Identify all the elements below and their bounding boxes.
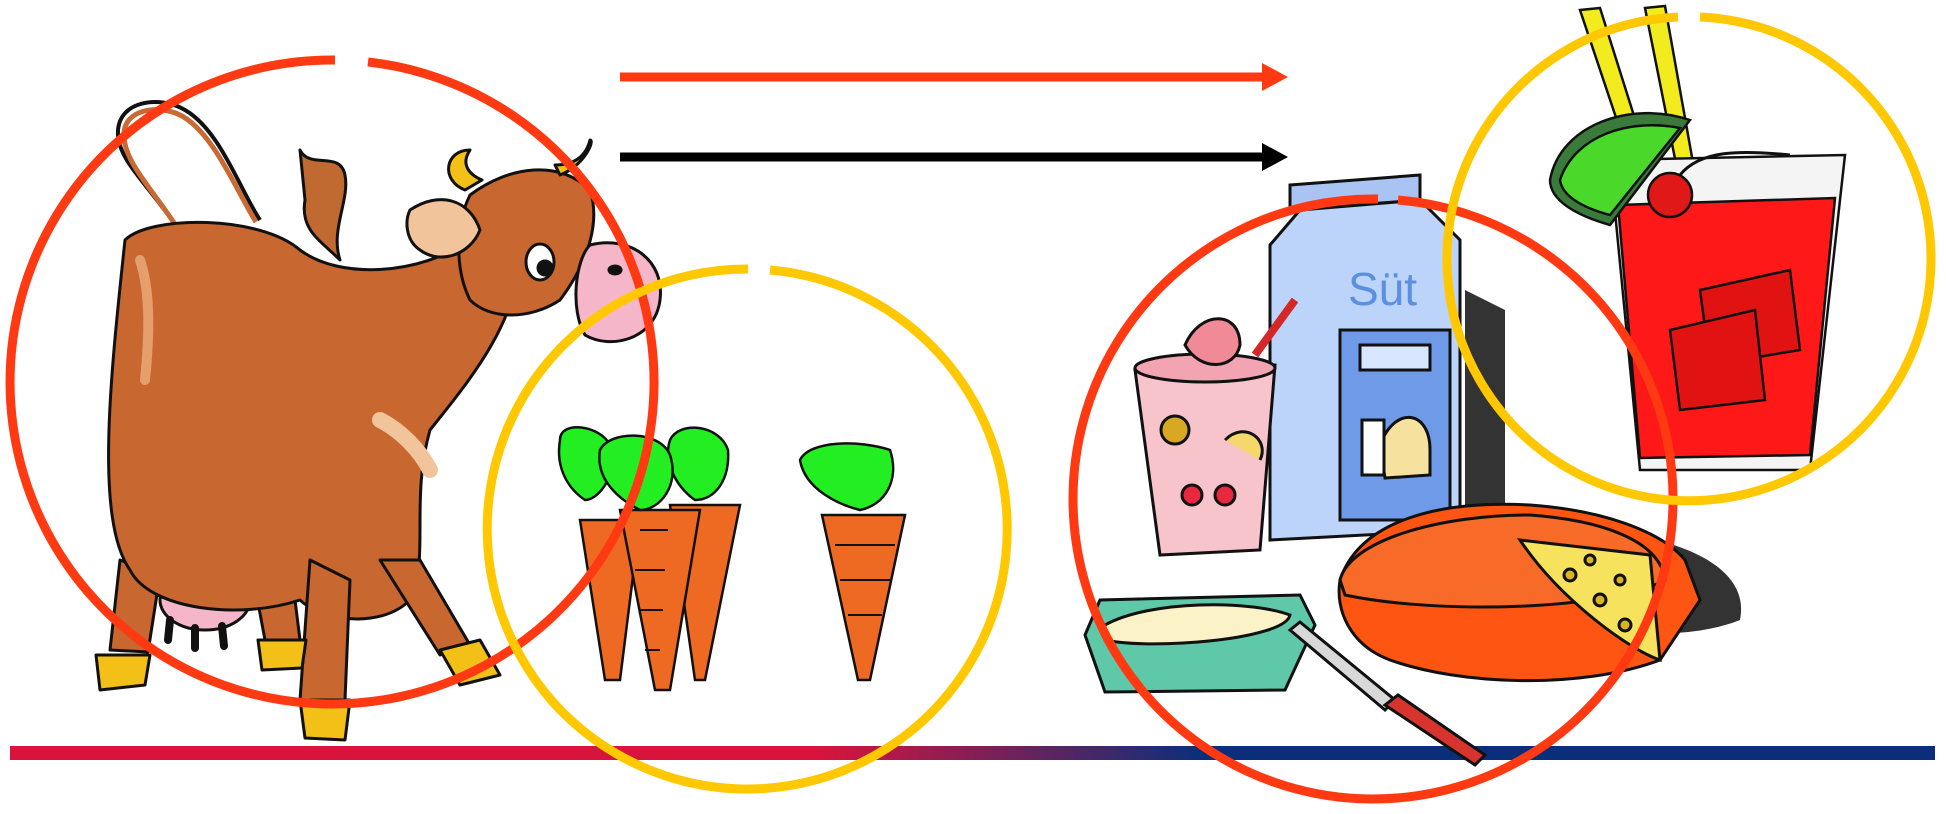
producer-ring-cow: [5, 55, 659, 709]
source-ring-drink: [1442, 12, 1936, 506]
red-drink-icon: [1548, 4, 1847, 472]
knife-icon: [1287, 620, 1488, 767]
butter-dish-icon: [1083, 593, 1317, 694]
carton-label: Süt: [1348, 263, 1417, 315]
dairy-group: Süt: [1083, 173, 1742, 767]
yogurt-cup-icon: [1133, 297, 1299, 557]
milk-carton-icon: Süt: [1268, 173, 1462, 542]
carrot-icon: [798, 442, 907, 682]
carrot-icon: [598, 434, 702, 692]
producer-ring-dairy: [1068, 194, 1678, 804]
arrow-black: [620, 143, 1288, 171]
cow-icon: [94, 100, 662, 742]
source-ring-carrots: [482, 264, 1012, 794]
baseline-bar: [10, 746, 1935, 760]
carrot-bunch: [557, 426, 907, 692]
cheese-wheel-icon: [1337, 502, 1702, 683]
arrow-red: [620, 63, 1288, 91]
